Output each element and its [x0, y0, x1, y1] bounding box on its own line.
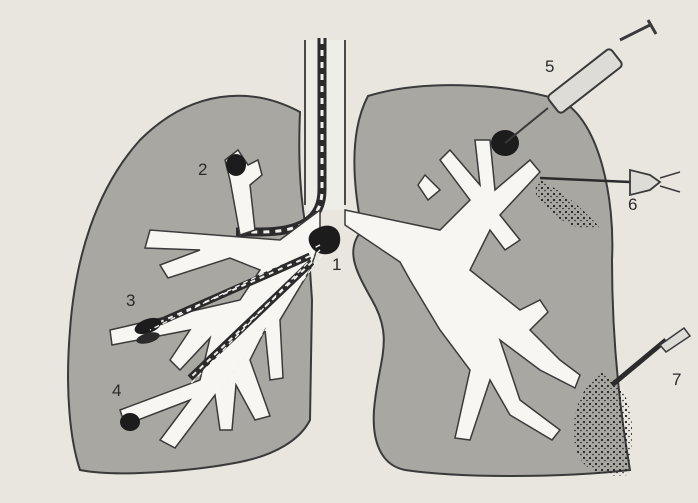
label-7: 7 — [672, 370, 681, 389]
label-4: 4 — [112, 381, 121, 400]
label-2: 2 — [198, 160, 207, 179]
label-6: 6 — [628, 195, 637, 214]
label-3: 3 — [126, 291, 135, 310]
label-1: 1 — [332, 255, 341, 274]
tumor-2 — [226, 154, 246, 176]
label-5: 5 — [545, 57, 554, 76]
